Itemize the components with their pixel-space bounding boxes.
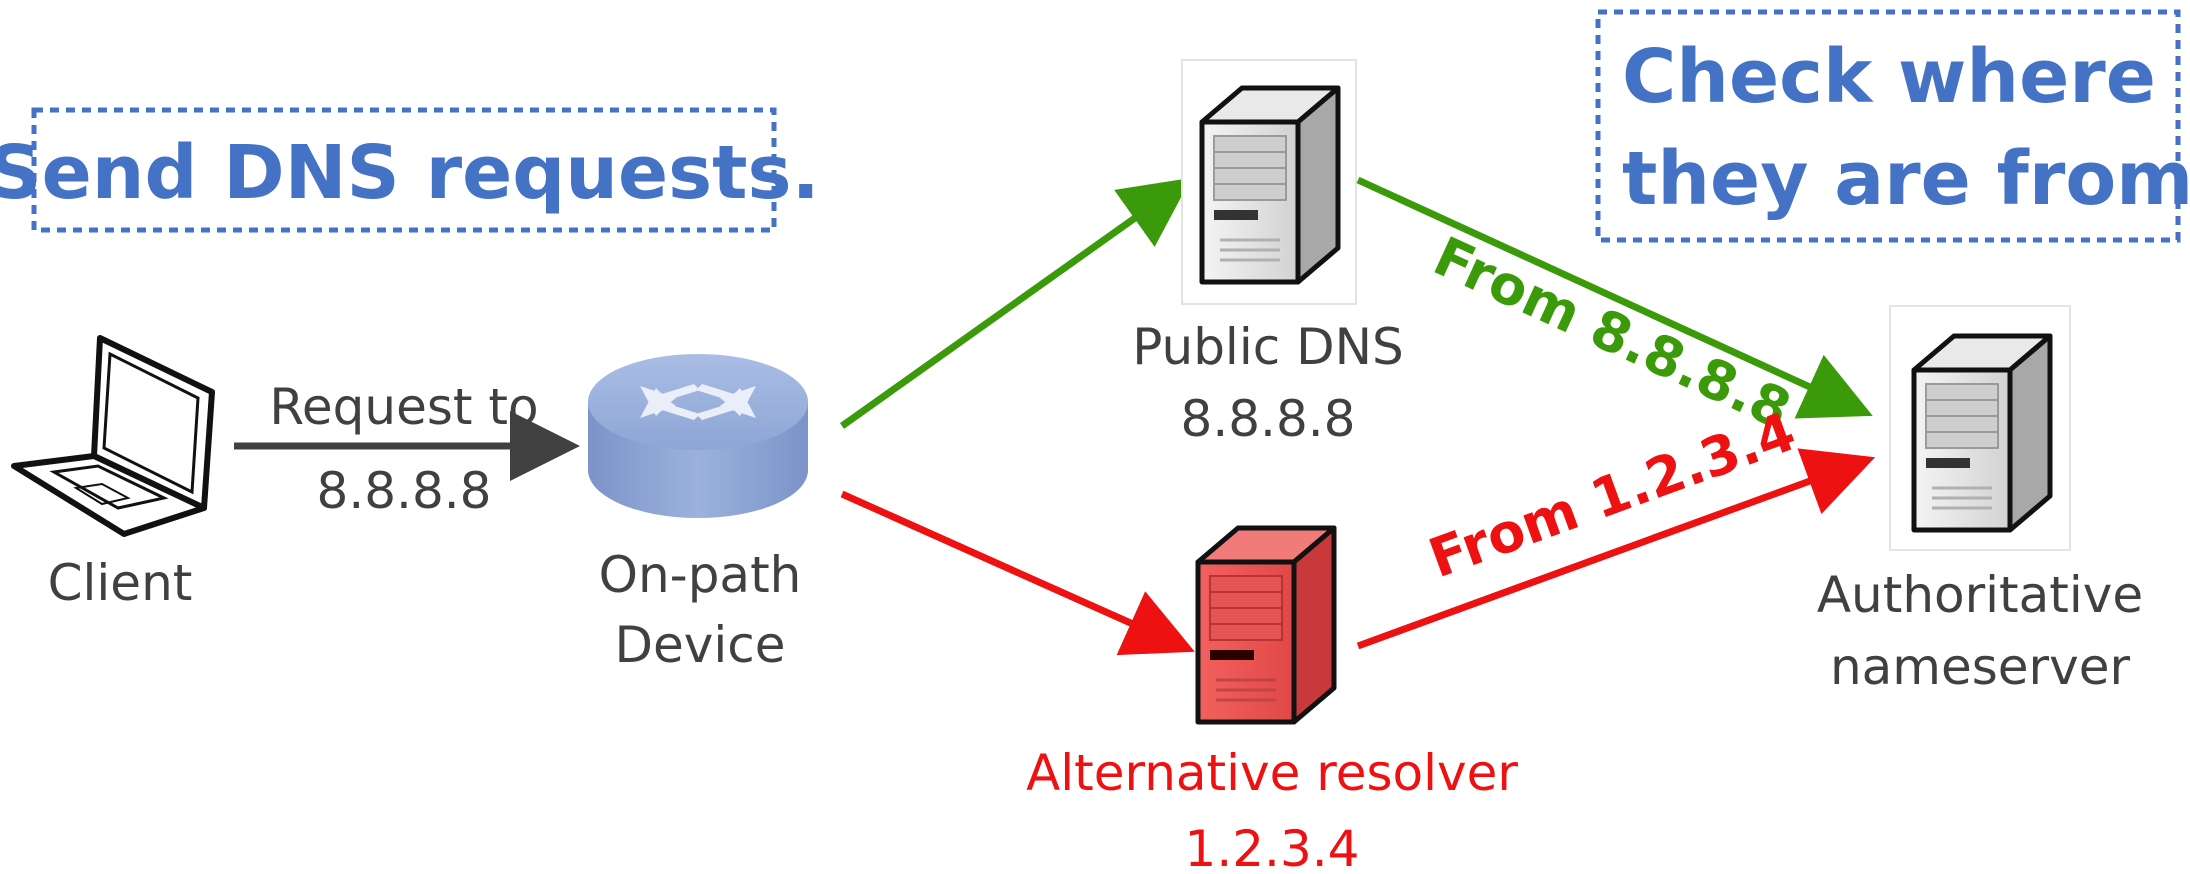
arrow-to-alt-resolver xyxy=(840,490,1195,656)
callout-box-right xyxy=(1595,9,2181,243)
callout-text-right-line1: Check where xyxy=(1622,34,2156,120)
server-icon xyxy=(1202,88,1338,282)
authoritative-label-line2: nameserver xyxy=(1830,638,2131,696)
alt-resolver-server-icon xyxy=(1198,528,1334,722)
alt-resolver-label-line1: Alternative resolver xyxy=(1026,744,1518,802)
client-label: Client xyxy=(48,554,193,612)
public-dns-label-line2: 8.8.8.8 xyxy=(1181,390,1356,448)
arrow-alt-to-authoritative xyxy=(1356,448,1876,650)
alt-resolver-label-line2: 1.2.3.4 xyxy=(1185,820,1360,874)
from-alt-label: From 1.2.3.4 xyxy=(1421,400,1803,591)
onpath-label-line1: On-path xyxy=(599,546,802,604)
callout-box-left xyxy=(31,107,777,233)
callout-text-right-line2: they are from. xyxy=(1622,136,2190,222)
laptop-icon xyxy=(11,335,215,537)
request-label-line2: 8.8.8.8 xyxy=(317,462,492,520)
from-public-label: From 8.8.8.8 xyxy=(1425,225,1800,442)
callout-text-left: Send DNS requests. xyxy=(0,130,820,216)
callout-check-origin: Check where they are from. xyxy=(1595,9,2190,243)
arrow-public-to-authoritative xyxy=(1356,176,1873,419)
arrow-to-public-dns xyxy=(839,177,1192,429)
callout-send-dns: Send DNS requests. xyxy=(0,107,820,233)
request-label-line1: Request to xyxy=(269,378,538,436)
onpath-label-line2: Device xyxy=(615,616,786,674)
public-dns-label-line1: Public DNS xyxy=(1132,318,1404,376)
authoritative-label-line1: Authoritative xyxy=(1817,566,2143,624)
authoritative-server-icon xyxy=(1914,336,2050,530)
router-icon xyxy=(588,354,808,518)
